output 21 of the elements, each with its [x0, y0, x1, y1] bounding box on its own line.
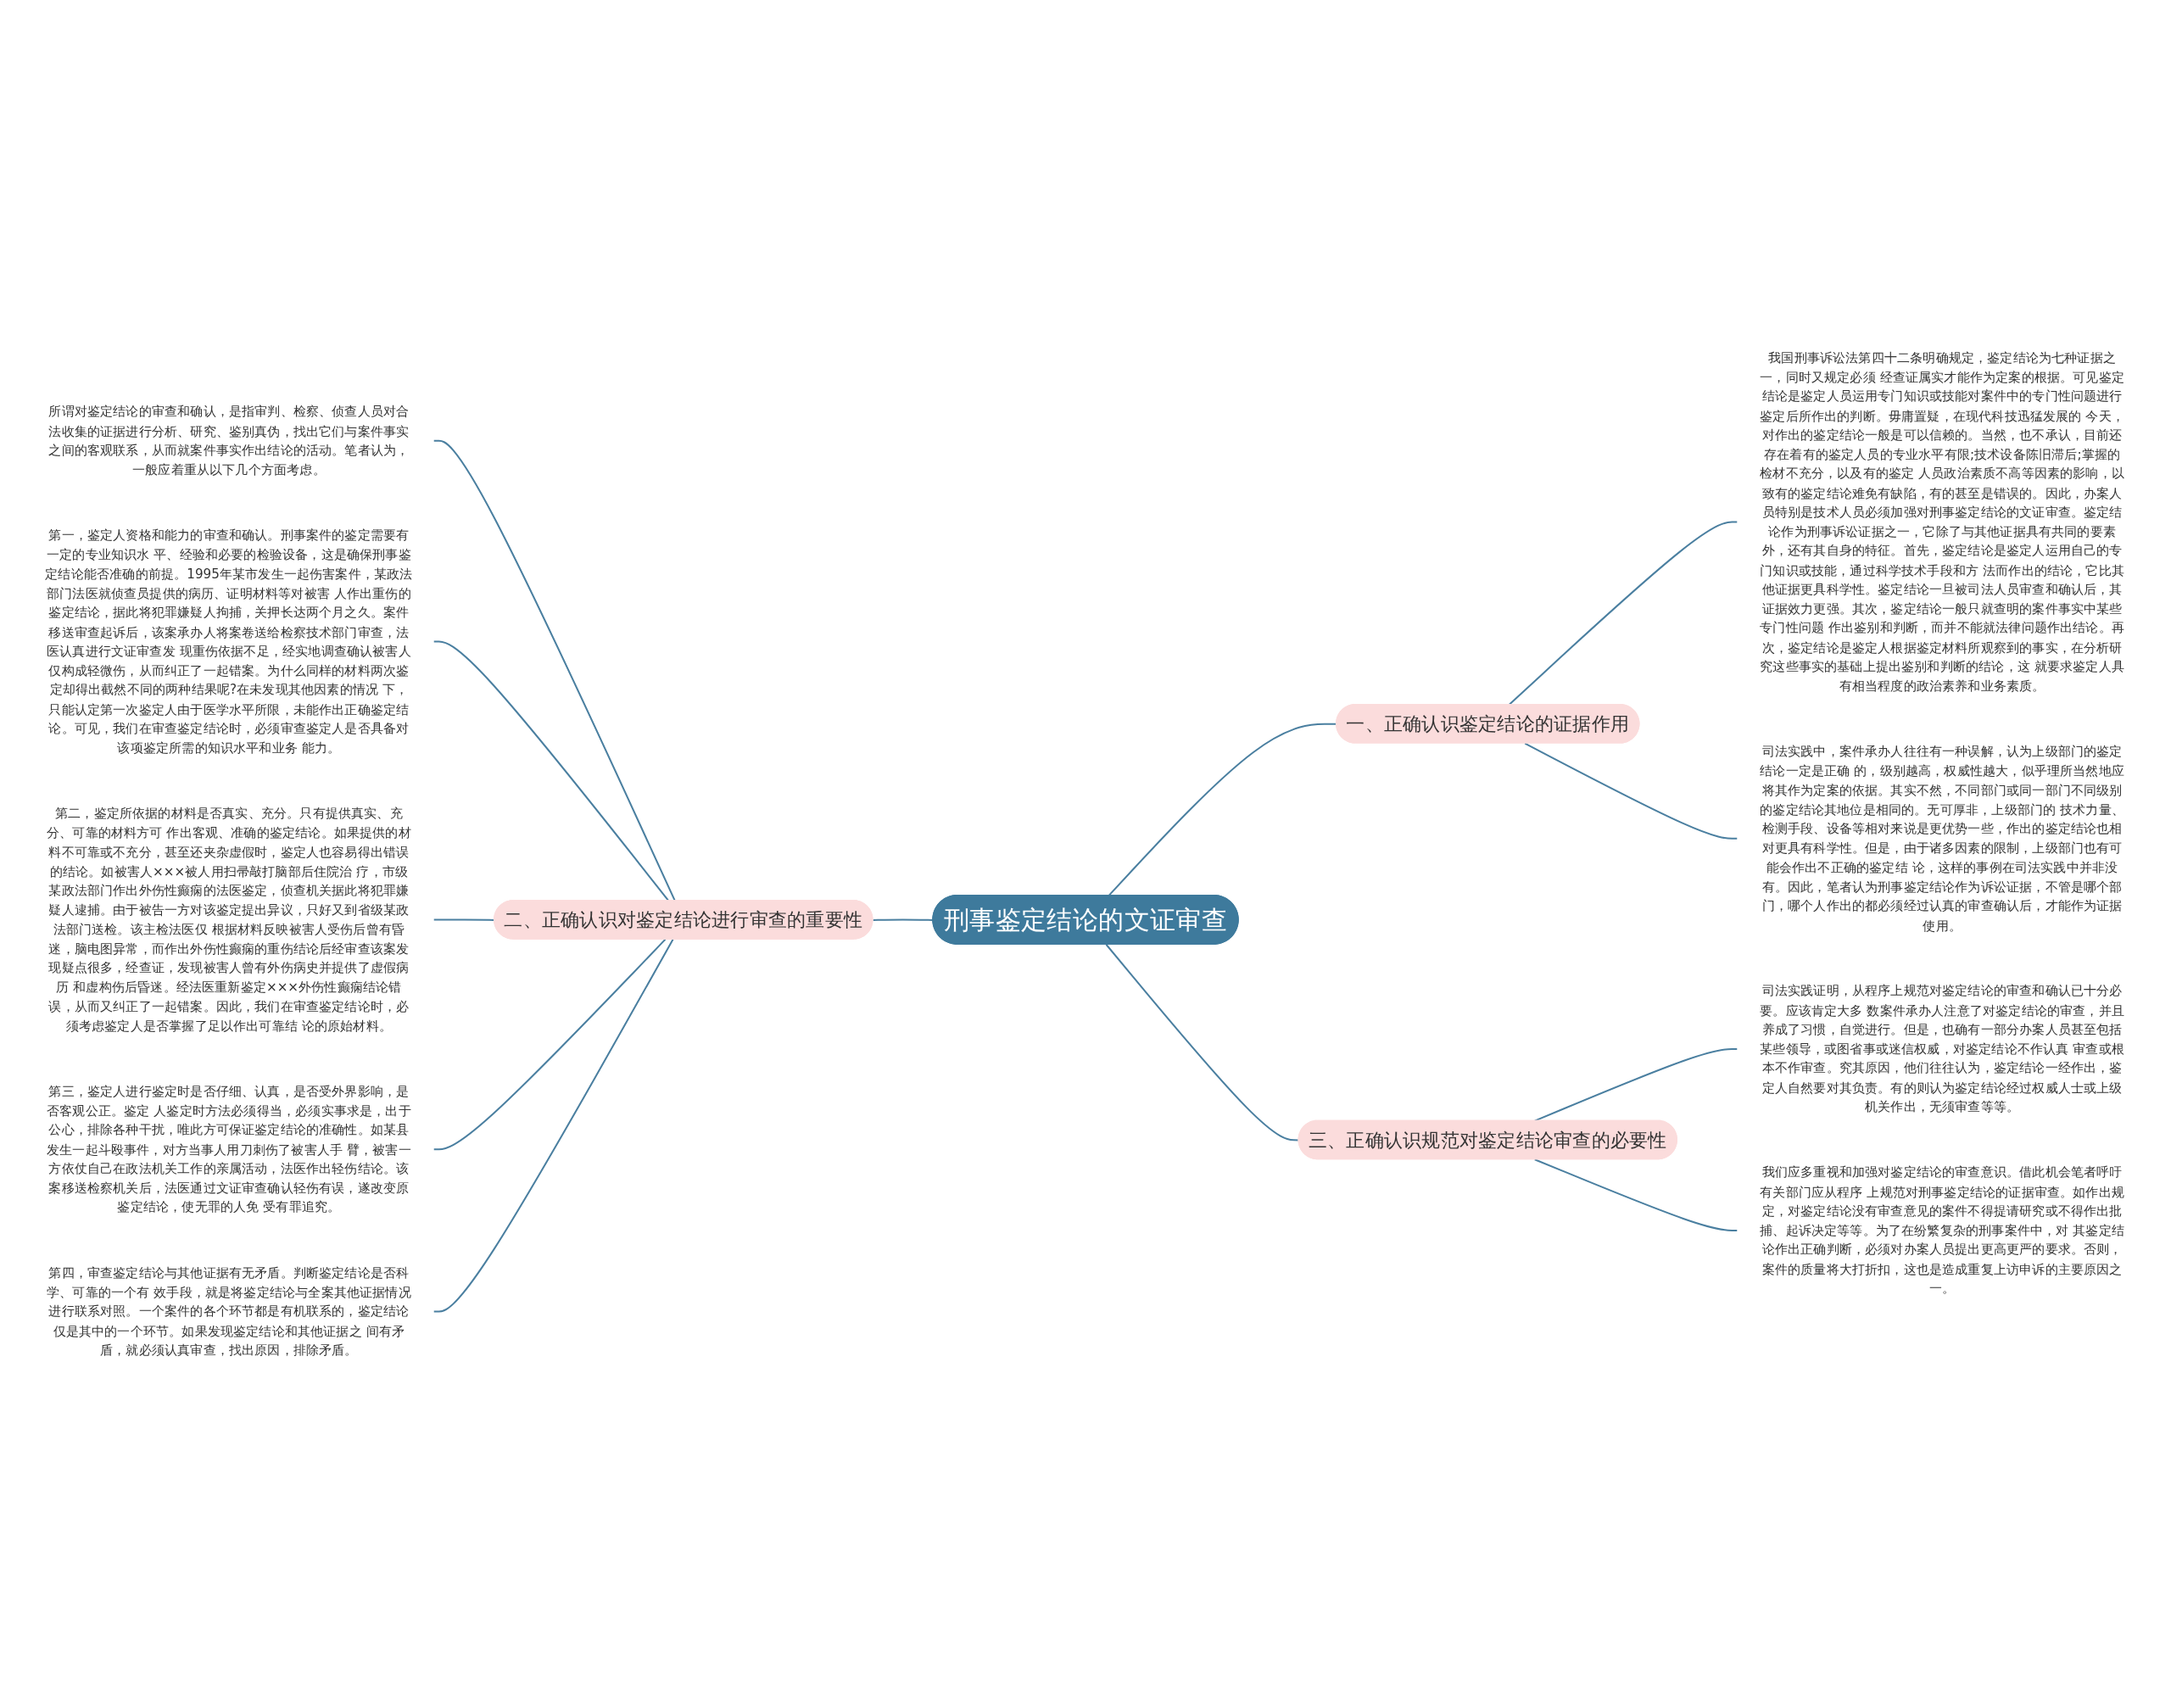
connector [433, 939, 674, 1313]
connector [1534, 1047, 1738, 1122]
node-text: 司法实践证明，从程序上规范对鉴定结论的审查和确认已十分必要。应该肯定大多 数案件承办人注意了对鉴定结论的审查，并且养成了习惯，自觉进行。但是，也确有一部分办案人员甚至包括某些领导，或图省事或迷信权威，对鉴定结论不作认真 审查或根本不作审查。究其原因，他们往往认为，鉴定结论一经作出，鉴定人自然要对其负责。有的则认为鉴定结论经过权威人士或上级机关作出，无须审查等等。 [1760, 983, 2124, 1115]
connector [1534, 1158, 1738, 1231]
connector [433, 918, 495, 921]
connector [433, 439, 676, 901]
connector [1108, 723, 1337, 896]
connector [1524, 742, 1738, 840]
node-text: 司法实践中，案件承办人往往有一种误解，认为上级部门的鉴定结论一定是正确 的，级别越高，权威性越大，似乎理所当然地应将其作为定案的依据。其实不然，不同部门或同一部门不同级别的鉴定结论其地位是相同的。无可厚非，上级部门的 技术力量、检测手段、设备等相对来说是更优势一些，作出的鉴定结论也相对更具有科学性。但是，由于诸多因素的限制，上级部门也有可能会作出不正确的鉴定结 论，这样的事例在司法实践中并非没有。因此，笔者认为刑事鉴定结论作为诉讼证据，不管是哪个部门，哪个人作出的都必须经过认真的审查确认后，才能作为证据使用。 [1760, 743, 2124, 934]
connector [1105, 944, 1299, 1141]
node-text: 第三，鉴定人进行鉴定时是否仔细、认真，是否受外界影响，是否客观公正。鉴定 人鉴定时方法必须得当，必须实事求是，出于公心，排除各种干扰，唯此方可保证鉴定结论的准确性。如某县发生一起斗殴事件，对方当事人用刀刺伤了被害人手 臂，被害一方依仗自己在政法机关工作的亲属活动，法医作出轻伤结论。该案移送检察机关后，法医通过文证审查确认轻伤有误，遂改变原鉴定结论，使无罪的人免 受有罪追究。 [47, 1083, 411, 1215]
node-text: 第二，鉴定所依据的材料是否真实、充分。只有提供真实、充分、可靠的材料方可 作出客观、准确的鉴定结论。如果提供的材料不可靠或不充分，甚至还夹杂虚假时，鉴定人也容易得出错误的结论。如被害人×××被人用扫帚敲打脑部后住院治 疗，市级某政法部门作出外伤性癫痫的法医鉴定，侦查机关据此将犯罪嫌疑人逮捕。由于被告一方对该鉴定提出异议，只好又到省级某政法部门送检。该主检法医仅 根据材料反映被害人受伤后曾有昏迷，脑电图异常，而作出外伤性癫痫的重伤结论后经审查该案发现疑点很多，经查证，发现被害人曾有外伤病史并提供了虚假病历 和虚构伤后昏迷。经法医重新鉴定×××外伤性癫痫结论错误，从而又纠正了一起错案。因此，我们在审查鉴定结论时，必须考虑鉴定人是否掌握了足以作出可靠结 论的原始材料。 [47, 805, 411, 1034]
node-text: 第一，鉴定人资格和能力的审查和确认。刑事案件的鉴定需要有一定的专业知识水 平、经验和必要的检验设备，这是确保刑事鉴定结论能否准确的前提。1995年某市发生一起伤害案件，某政法部门法医就侦查员提供的病历、证明材料等对被害 人作出重伤的鉴定结论，据此将犯罪嫌疑人拘捕，关押长达两个月之久。案件移送审查起诉后，该案承办人将案卷送给检察技术部门审查，法医认真进行文证审查发 现重伤依据不足，经实地调查确认被害人仅构成轻微伤，从而纠正了一起错案。为什么同样的材料两次鉴定却得出截然不同的两种结果呢?在未发现其他因素的情况 下，只能认定第一次鉴定人由于医学水平所限，未能作出正确鉴定结论。可见，我们在审查鉴定结论时，必须审查鉴定人是否具备对该项鉴定所需的知识水平和业务 能力。 [45, 527, 413, 756]
node-text: 所谓对鉴定结论的审查和确认，是指审判、检察、侦查人员对合法收集的证据进行分析、研究、鉴别真伪，找出它们与案件事实之间的客观联系，从而就案件事实作出结论的活动。笔者认为，一般应着重从以下几个方面考虑。 [48, 404, 410, 477]
node-text: 我国刑事诉讼法第四十二条明确规定，鉴定结论为七种证据之一，同时又规定必须 经查证属实才能作为定案的根据。可见鉴定结论是鉴定人员运用专门知识或技能对案件中的专门性问题进行鉴定后所作出的判断。毋庸置疑，在现代科技迅猛发展的 今天，对作出的鉴定结论一般是可以信赖的。当然，也不承认，目前还存在着有的鉴定人员的专业水平有限;技术设备陈旧滞后;掌握的检材不充分，以及有的鉴定 人员政治素质不高等因素的影响，以致有的鉴定结论难免有缺陷，有的甚至是错误的。因此，办案人员特别是技术人员必须加强对刑事鉴定结论的文证审查。鉴定结论作为刑事诉讼证据之一，它除了与其他证据具有共同的要素外，还有其自身的特征。首先，鉴定结论是鉴定人运用自己的专门知识或技能，通过科学技术手段和方 法而作出的结论，它比其他证据更具科学性。鉴定结论一旦被司法人员审查和确认后，其证据效力更强。其次，鉴定结论一般只就查明的案件事实中某些专门性问题 作出鉴别和判断，而并不能就法律问题作出结论。再次，鉴定结论是鉴定人根据鉴定材料所观察到的事实，在分析研究这些事实的基础上提出鉴别和判断的结论，这 就要求鉴定人具有相当程度的政治素养和业务素质。 [1760, 349, 2124, 694]
connector [433, 938, 667, 1151]
connector [1508, 521, 1738, 706]
connector [433, 640, 670, 901]
node-text: 我们应多重视和加强对鉴定结论的审查意识。借此机会笔者呼吁有关部门应从程序 上规范对刑事鉴定结论的证据审查。如作出规定，对鉴定结论没有审查意见的案件不得提请研究或不得作出批捕、起诉决定等等。为了在纷繁复杂的刑事案件中，对 其鉴定结论作出正确判断，必须对办案人员提出更高更严的要求。否则，案件的质量将大打折扣，这也是造成重复上访申诉的主要原因之一。 [1760, 1164, 2124, 1297]
node-text: 第四，审查鉴定结论与其他证据有无矛盾。判断鉴定结论是否科学、可靠的一个有 效手段，就是将鉴定结论与全案其他证据情况进行联系对照。一个案件的各个环节都是有机联系的，鉴定结论仅是其中的一个环节。如果发现鉴定结论和其他证据之 间有矛盾，就必须认真审查，找出原因，排除矛盾。 [47, 1264, 411, 1358]
connector [873, 918, 934, 921]
